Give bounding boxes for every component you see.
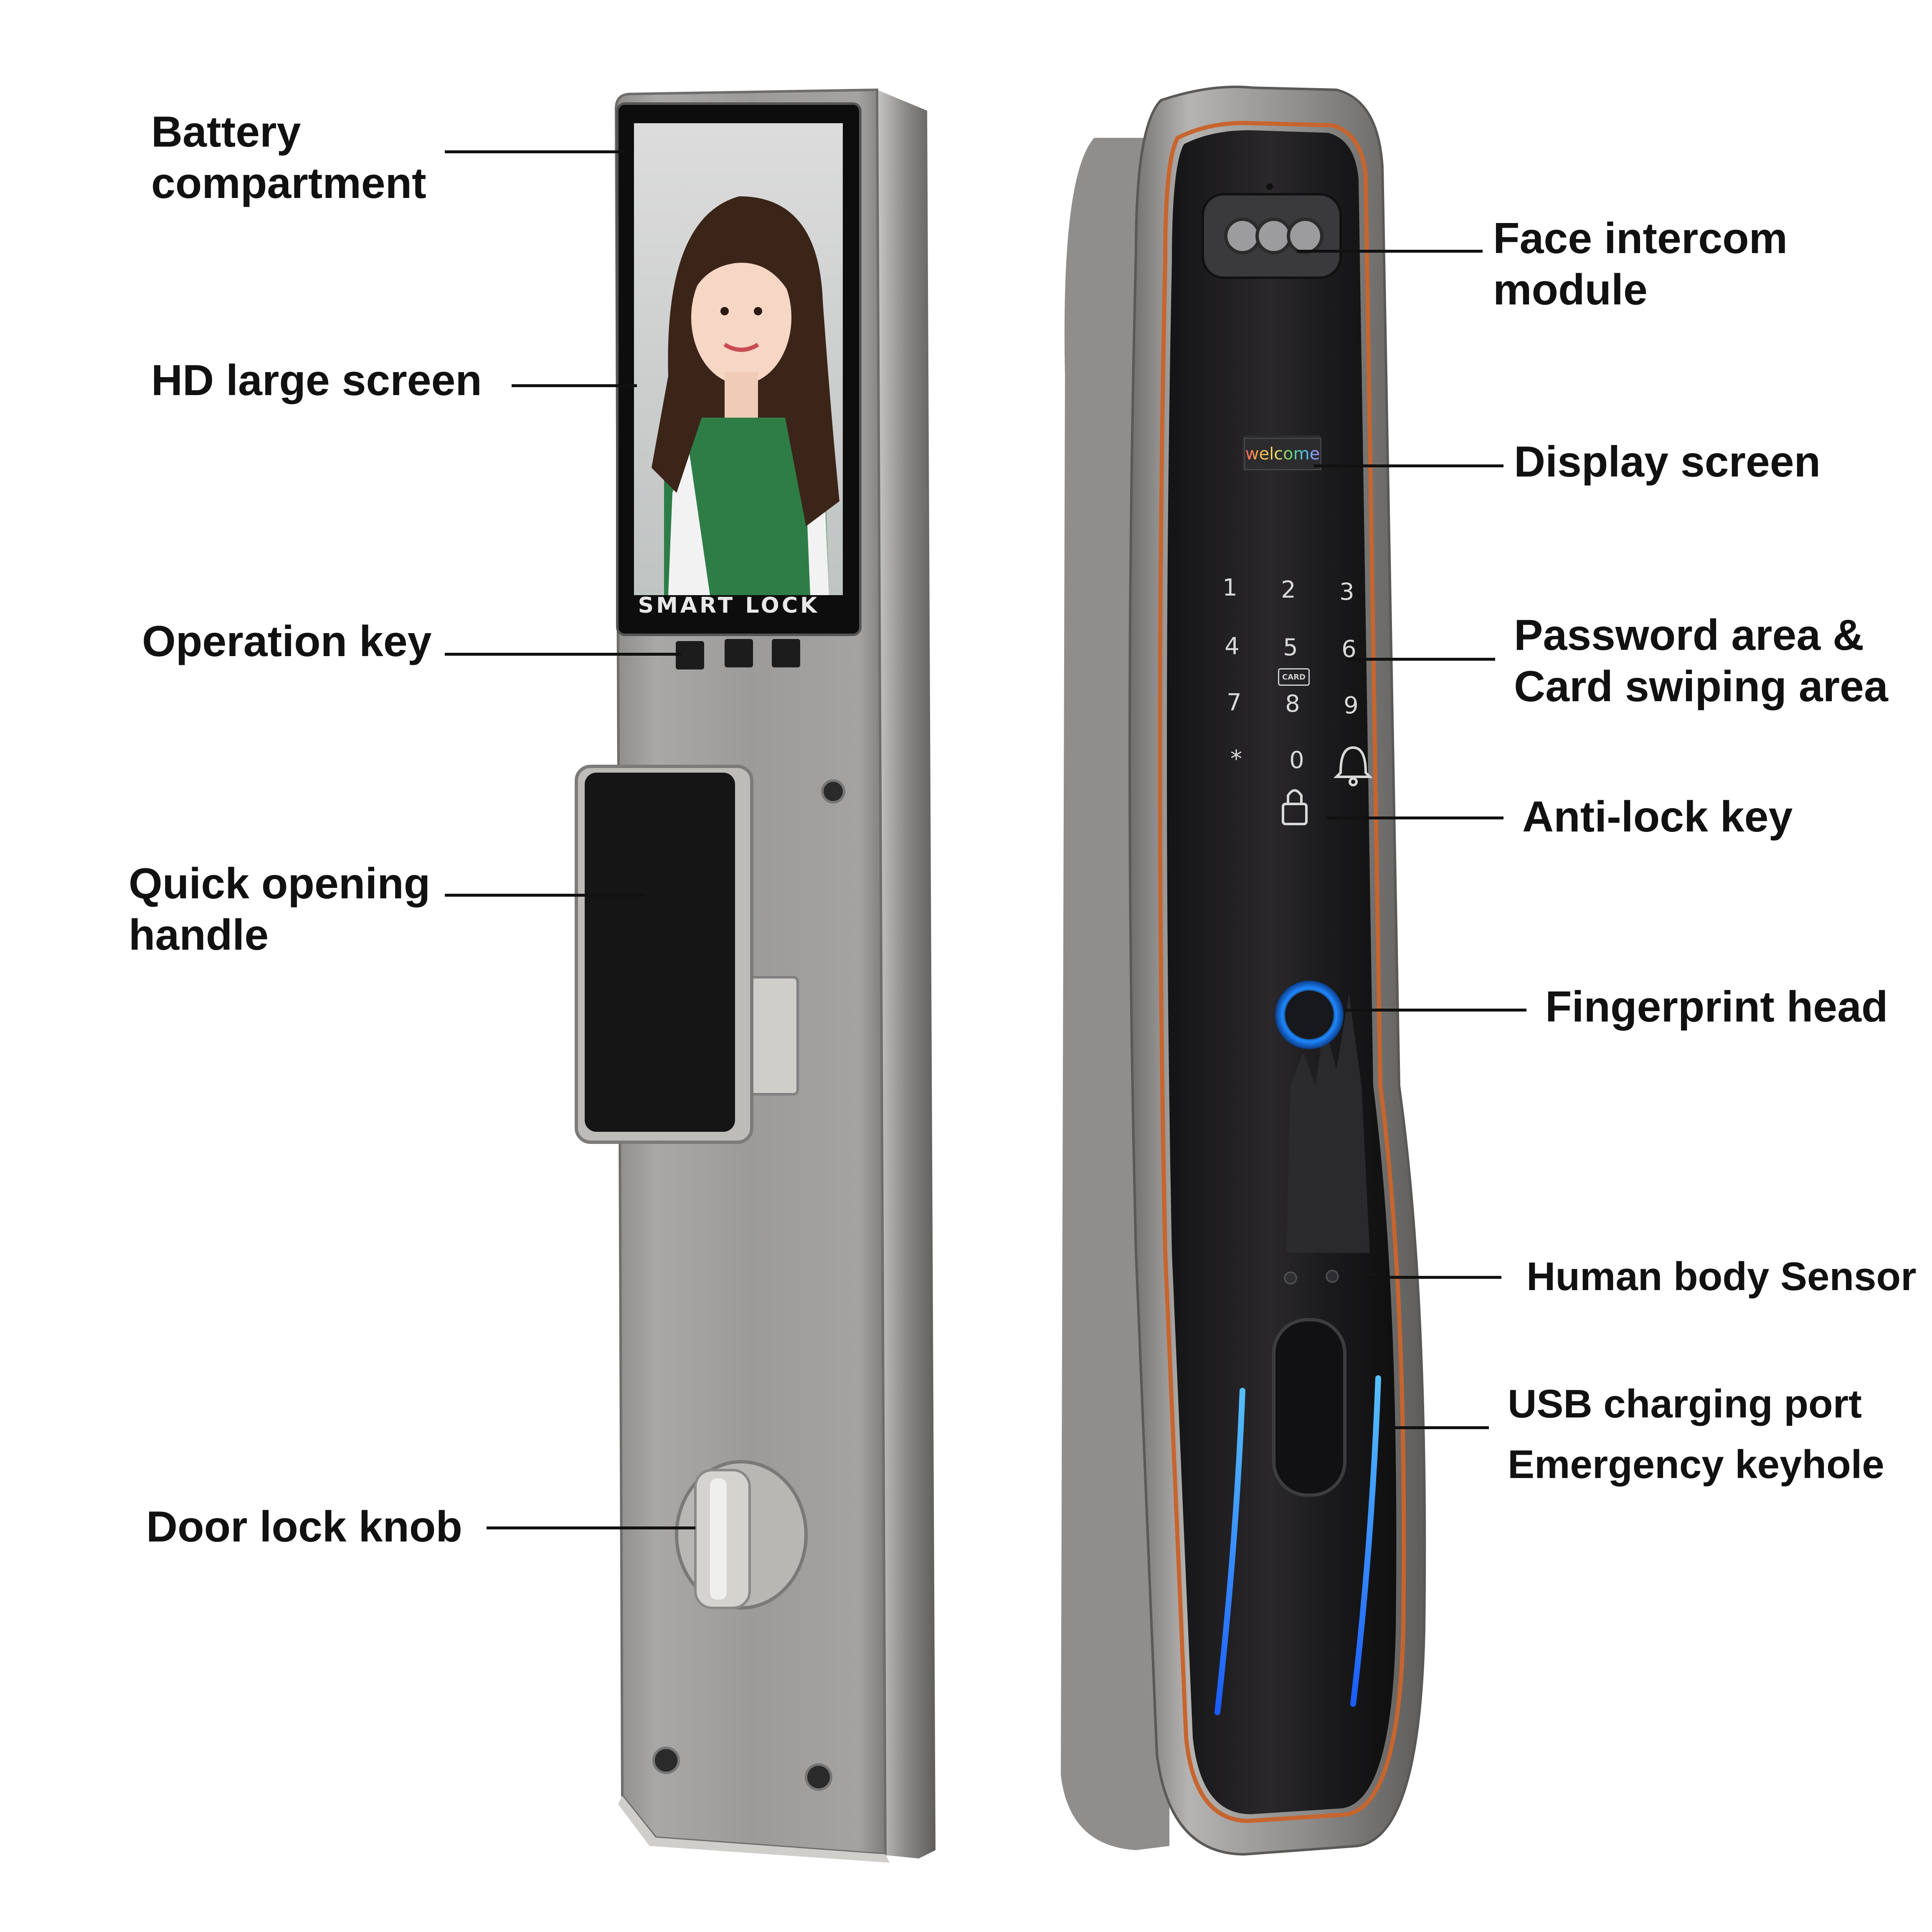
display-screen (1242, 435, 1320, 470)
keypad-key: 4 (1225, 633, 1240, 660)
label-battery-compartment: Battery compartment (151, 108, 426, 208)
human-body-sensor (1284, 1270, 1339, 1285)
keypad-key: 0 (1289, 747, 1304, 774)
quick-opening-handle (575, 765, 799, 1144)
keypad-key: 7 (1227, 689, 1242, 716)
operation-keys (676, 639, 800, 669)
leader-face-intercom (1297, 250, 1483, 253)
leader-human-sensor (1366, 1276, 1501, 1279)
keypad-key: 9 (1344, 692, 1359, 719)
doorbell-icon (1333, 746, 1373, 786)
leader-hd-screen (512, 384, 637, 387)
leader-anti-lock (1326, 816, 1504, 819)
label-operation-key: Operation key (142, 617, 432, 666)
fingerprint-sensor (1275, 981, 1344, 1049)
label-quick-opening-handle: Quick opening handle (129, 860, 431, 959)
welcome-text: welcome (1244, 438, 1321, 470)
keypad-key: 8 (1285, 690, 1300, 718)
label-anti-lock-key: Anti-lock key (1522, 793, 1793, 841)
leader-display-screen (1313, 464, 1504, 467)
padlock-icon (1282, 789, 1308, 825)
leader-battery (445, 150, 624, 153)
keypad-key: 3 (1339, 578, 1354, 606)
keypad-key: 1 (1222, 574, 1237, 601)
front-lock-body (1061, 86, 1426, 1856)
label-face-intercom-module: Face intercom module (1493, 214, 1788, 314)
label-hd-large-screen: HD large screen (151, 356, 482, 405)
keypad-key: * (1230, 745, 1242, 773)
emergency-keyhole-cover (1272, 1318, 1346, 1497)
label-fingerprint-head: Fingerprint head (1545, 983, 1888, 1031)
label-usb-charging-port: USB charging port (1508, 1382, 1862, 1426)
keypad-key: 2 (1281, 576, 1296, 603)
leader-password-area (1347, 658, 1495, 661)
label-human-body-sensor: Human body Sensor (1526, 1254, 1917, 1299)
blue-light-left (1214, 1388, 1245, 1715)
keypad-key: 5 (1283, 634, 1298, 661)
label-display-screen: Display screen (1514, 438, 1821, 486)
label-password-card-area: Password area & Card swiping area (1514, 611, 1888, 711)
leader-fingerprint (1345, 1009, 1526, 1012)
leader-door-knob (487, 1526, 695, 1529)
door-lock-knob (675, 1460, 808, 1610)
screw-top (821, 779, 845, 804)
screw-bottom-left (652, 1747, 680, 1774)
leader-usb-port (1391, 1426, 1489, 1429)
leader-operation-key (445, 653, 681, 656)
hd-screen (616, 102, 862, 636)
card-swipe-tag: CARD (1278, 668, 1310, 686)
smart-lock-brand: SMART LOCK (638, 593, 820, 618)
label-emergency-keyhole: Emergency keyhole (1508, 1442, 1884, 1487)
portrait-photo (652, 196, 839, 595)
label-door-lock-knob: Door lock knob (146, 1503, 462, 1551)
leader-quick-handle (445, 894, 645, 897)
blue-light-right (1350, 1375, 1381, 1707)
screw-bottom-right (805, 1763, 832, 1791)
face-intercom-camera (1202, 183, 1342, 279)
